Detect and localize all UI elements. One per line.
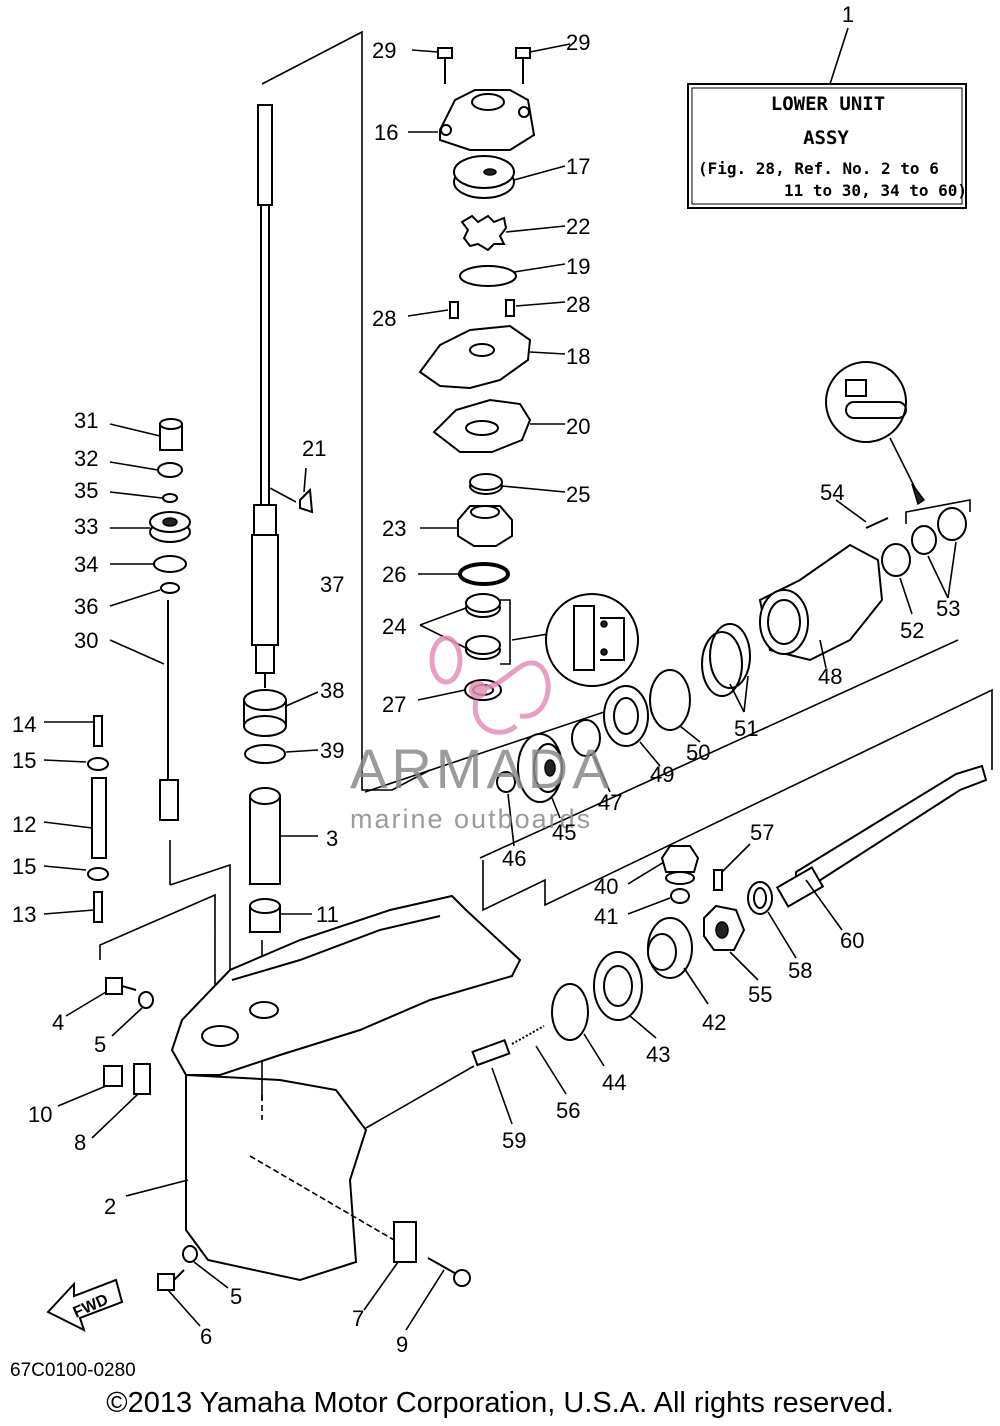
- callout-57: 57: [750, 820, 774, 845]
- callout-25: 25: [566, 482, 590, 507]
- callout-3: 3: [326, 826, 338, 851]
- watermark-brand: ARMADA: [350, 737, 614, 800]
- callout-9: 9: [396, 1332, 408, 1357]
- box-note-2: 11 to 30, 34 to 60): [784, 181, 967, 200]
- watermark-tagline: marine outboards: [350, 804, 592, 834]
- callout-31: 31: [74, 408, 98, 433]
- callout-20: 20: [566, 414, 590, 439]
- assembly-reference-box: 1 LOWER UNIT ASSY (Fig. 28, Ref. No. 2 t…: [687, 2, 967, 209]
- seal-detail-circle: [545, 593, 639, 687]
- callout-5: 5: [94, 1032, 106, 1057]
- callout-49: 49: [650, 762, 674, 787]
- callout-15: 15: [12, 854, 36, 879]
- callout-10: 10: [28, 1102, 52, 1127]
- armada-watermark: ARMADA marine outboards: [350, 635, 614, 834]
- callout-42: 42: [702, 1010, 726, 1035]
- callout-19: 19: [566, 254, 590, 279]
- callout-51: 51: [734, 716, 758, 741]
- callout-18: 18: [566, 344, 590, 369]
- callout-17: 17: [566, 154, 590, 179]
- callout-55: 55: [748, 982, 772, 1007]
- callout-52: 52: [900, 618, 924, 643]
- callout-39: 39: [320, 738, 344, 763]
- callout-16: 16: [374, 120, 398, 145]
- shift-link-parts: [43, 715, 109, 923]
- callout-58: 58: [788, 958, 812, 983]
- callout-41: 41: [594, 904, 618, 929]
- box-title-1: LOWER UNIT: [771, 93, 885, 115]
- fwd-arrow: FWD: [46, 1278, 124, 1332]
- callout-23: 23: [382, 516, 406, 541]
- callout-12: 12: [12, 812, 36, 837]
- callout-29: 29: [566, 30, 590, 55]
- callout-28: 28: [372, 306, 396, 331]
- callout-28: 28: [566, 292, 590, 317]
- callout-35: 35: [74, 478, 98, 503]
- callout-26: 26: [382, 562, 406, 587]
- callout-4: 4: [52, 1010, 64, 1035]
- callout-46: 46: [502, 846, 526, 871]
- callout-14: 14: [12, 712, 36, 737]
- box-note-1: (Fig. 28, Ref. No. 2 to 6: [698, 159, 939, 178]
- drive-shaft: [251, 104, 314, 688]
- gear-parts: [365, 733, 988, 1129]
- callout-53: 53: [936, 596, 960, 621]
- prop-shaft-housing-parts: [571, 361, 971, 793]
- callout-37: 37: [320, 572, 344, 597]
- callout-24: 24: [382, 614, 406, 639]
- lower-casing: [125, 894, 522, 1282]
- callout-44: 44: [602, 1070, 626, 1095]
- water-pump-parts: [407, 43, 571, 701]
- callout-8: 8: [74, 1130, 86, 1155]
- shift-rod-parts: [109, 418, 191, 821]
- driveshaft-sleeve-parts: [243, 689, 319, 933]
- callout-47: 47: [598, 790, 622, 815]
- callout-59: 59: [502, 1128, 526, 1153]
- callout-36: 36: [74, 594, 98, 619]
- callout-45: 45: [552, 820, 576, 845]
- callout-7: 7: [352, 1306, 364, 1331]
- callout-48: 48: [818, 664, 842, 689]
- callout-56: 56: [556, 1098, 580, 1123]
- callout-33: 33: [74, 514, 98, 539]
- callout-13: 13: [12, 902, 36, 927]
- callout-32: 32: [74, 446, 98, 471]
- callout-11: 11: [316, 902, 339, 927]
- copyright-notice: ©2013 Yamaha Motor Corporation, U.S.A. A…: [106, 1387, 894, 1419]
- callout-34: 34: [74, 552, 98, 577]
- callout-30: 30: [74, 628, 98, 653]
- callout-43: 43: [646, 1042, 670, 1067]
- casing-small-parts: [57, 977, 471, 1331]
- callout-50: 50: [686, 740, 710, 765]
- callout-1: 1: [842, 2, 854, 27]
- box-title-2: ASSY: [803, 127, 849, 149]
- doc-id: 67C0100-0280: [10, 1360, 136, 1381]
- callout-40: 40: [594, 874, 618, 899]
- callout-2: 2: [104, 1194, 116, 1219]
- propeller-logo-icon: [429, 635, 551, 735]
- callout-22: 22: [566, 214, 590, 239]
- callout-38: 38: [320, 678, 344, 703]
- callout-54: 54: [820, 480, 844, 505]
- callout-15: 15: [12, 748, 36, 773]
- callout-5: 5: [230, 1284, 242, 1309]
- callout-29: 29: [372, 38, 396, 63]
- callout-21: 21: [302, 436, 326, 461]
- callout-60: 60: [840, 928, 864, 953]
- callout-27: 27: [382, 692, 406, 717]
- callout-6: 6: [200, 1324, 212, 1349]
